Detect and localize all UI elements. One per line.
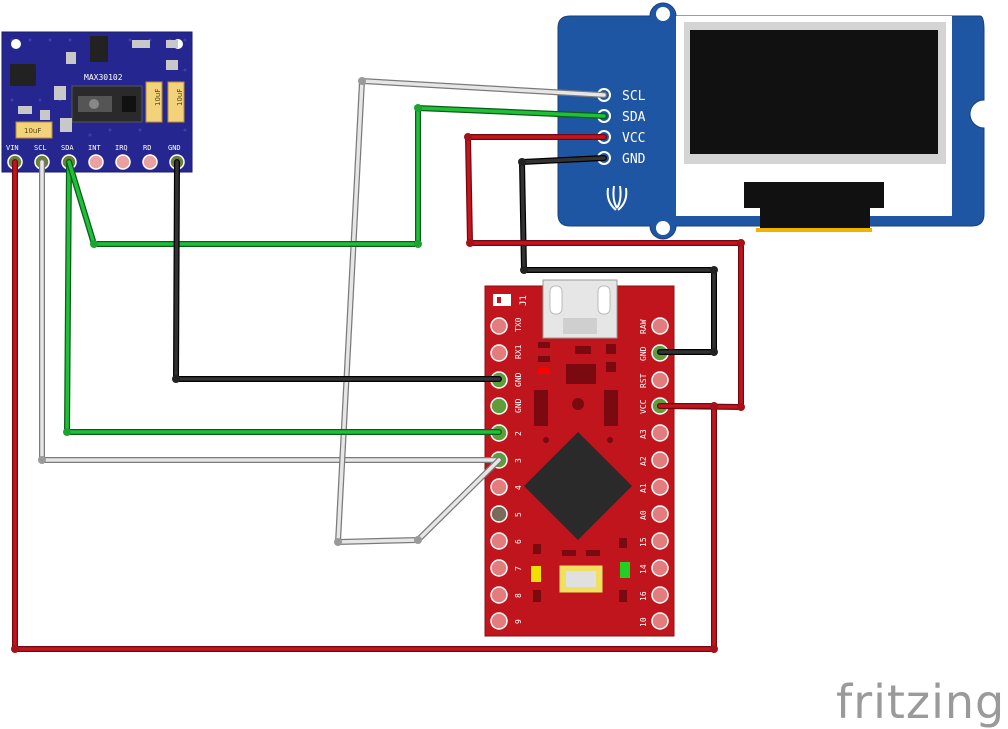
header-label: J1 bbox=[519, 295, 529, 306]
arduino-pin-label: A2 bbox=[639, 456, 648, 466]
arduino-pin-label: 16 bbox=[639, 591, 648, 601]
oled-pin-label: SDA bbox=[622, 110, 646, 125]
arduino-pin-label: GND bbox=[514, 372, 523, 387]
oled-ribbon bbox=[744, 182, 884, 208]
wire-black-gnd-sensor[interactable] bbox=[173, 159, 502, 382]
arduino-pin-label: 15 bbox=[639, 537, 648, 547]
arduino-pin-label: 7 bbox=[514, 566, 523, 571]
arduino-pin-label: RST bbox=[639, 373, 648, 388]
seeed-logo-icon bbox=[606, 185, 628, 211]
sensor-pin-label: INT bbox=[88, 144, 101, 152]
arduino-pin-label: A0 bbox=[639, 510, 648, 520]
arduino-pin-label: 3 bbox=[514, 458, 523, 463]
arduino-pin-label: A3 bbox=[639, 429, 648, 439]
capacitor-label: 10uF bbox=[154, 89, 162, 106]
arduino-pin-label: 9 bbox=[514, 619, 523, 624]
oled-pin-label: VCC bbox=[622, 131, 645, 146]
arduino-pin-label: RAW bbox=[639, 319, 648, 334]
arduino-pin-label: 10 bbox=[639, 617, 648, 627]
arduino-pin-label: 4 bbox=[514, 485, 523, 490]
mcu-chip bbox=[524, 432, 632, 540]
arduino-pin-label: 6 bbox=[514, 539, 523, 544]
arduino-pin-label: TX0 bbox=[514, 317, 523, 332]
arduino-right-pin-header bbox=[651, 317, 669, 630]
arduino-pin-label: 14 bbox=[639, 564, 648, 574]
arduino-pin-label: VCC bbox=[639, 399, 648, 414]
capacitor bbox=[167, 81, 185, 123]
oled-module: SCL SDA VCC GND bbox=[557, 2, 993, 240]
wire-bend-points bbox=[11, 77, 745, 653]
wire-green-sda-sensor[interactable] bbox=[64, 159, 502, 435]
arduino-pro-micro: J1 bbox=[484, 279, 675, 637]
fritzing-logo: fritzing bbox=[836, 675, 1006, 729]
sensor-pin-label: RD bbox=[143, 144, 151, 152]
wire-black-gnd-oled[interactable] bbox=[519, 155, 717, 355]
regulator-chip bbox=[10, 64, 36, 86]
arduino-pin-label: GND bbox=[639, 346, 648, 361]
sensor-pin-label: SDA bbox=[61, 144, 74, 152]
sensor-pin-label: VIN bbox=[6, 144, 19, 152]
oled-pin-label: GND bbox=[622, 152, 646, 167]
capacitor bbox=[145, 81, 163, 123]
capacitor bbox=[15, 121, 53, 139]
sensor-pin-label: SCL bbox=[34, 144, 47, 152]
mount-hole bbox=[11, 39, 21, 49]
arduino-pin-label: A1 bbox=[639, 483, 648, 493]
led-yellow bbox=[531, 566, 541, 582]
wire-red-vcc-oled[interactable] bbox=[465, 134, 744, 410]
sensor-pin-label: GND bbox=[168, 144, 181, 152]
arduino-pin-label: 5 bbox=[514, 512, 523, 517]
max30102-sensor-module: 10uF 10uF 10uF MAX30102 VIN SCL SDA INT … bbox=[1, 31, 193, 173]
oled-screen bbox=[690, 30, 938, 154]
oled-pin-label: SCL bbox=[622, 89, 646, 104]
chip-label: MAX30102 bbox=[84, 73, 123, 82]
wire-gray-scl-sensor[interactable] bbox=[39, 159, 502, 463]
arduino-pin-label: 2 bbox=[514, 431, 523, 436]
arduino-pin-label: GND bbox=[514, 398, 523, 413]
capacitor-label: 10uF bbox=[176, 89, 184, 106]
wires bbox=[11, 77, 745, 653]
arduino-pin-label: RX1 bbox=[514, 344, 523, 359]
capacitor-label: 10uF bbox=[24, 127, 41, 135]
ic-chip bbox=[90, 36, 108, 62]
sensor-pin-label: IRQ bbox=[115, 144, 128, 152]
arduino-pin-label: 8 bbox=[514, 593, 523, 598]
sensor-pin-header bbox=[7, 154, 185, 170]
led-green bbox=[620, 562, 630, 578]
